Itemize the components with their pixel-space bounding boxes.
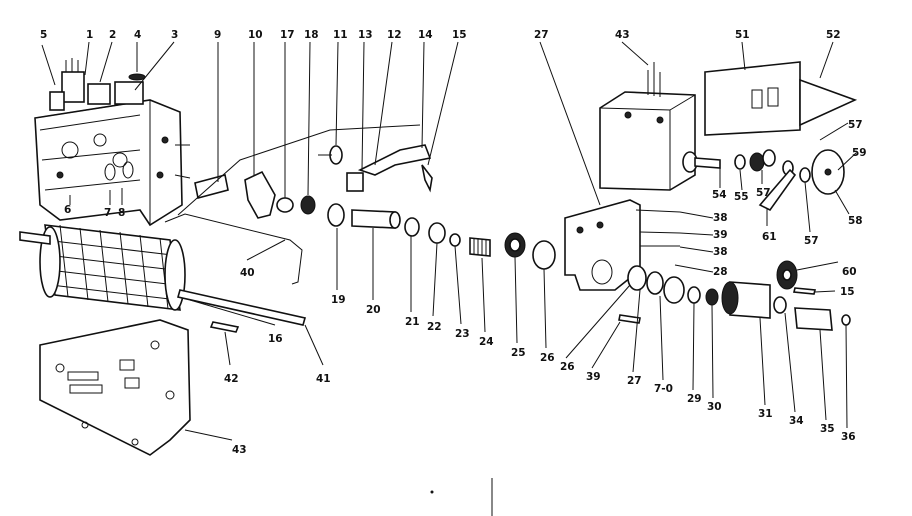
- callout-59: 59: [852, 147, 867, 159]
- callout-52: 51: [735, 29, 750, 41]
- callout-22: 22: [427, 321, 442, 333]
- callout-26: 26: [540, 352, 555, 364]
- callout-27: 27: [534, 29, 549, 41]
- callout-57-b: 57: [804, 235, 819, 247]
- rotor-cylinder: [19, 224, 307, 326]
- callout-12: 12: [387, 29, 402, 41]
- callout-56: 57: [848, 119, 863, 131]
- callout-38-a: 38: [713, 212, 728, 224]
- callout-9: 9: [214, 29, 221, 41]
- callout-42: 42: [224, 373, 239, 385]
- callout-23: 23: [455, 328, 470, 340]
- callout-10: 10: [248, 29, 263, 41]
- callout-61: 61: [762, 231, 777, 243]
- callout-4: 4: [134, 29, 141, 41]
- callout-34: 31: [758, 408, 773, 420]
- callout-17: 17: [280, 29, 295, 41]
- right-small-parts: [734, 149, 845, 295]
- callout-28: 26: [560, 361, 575, 373]
- callout-1: 1: [86, 29, 93, 41]
- callout-3: 3: [171, 29, 178, 41]
- callout-41: 41: [316, 373, 331, 385]
- callout-60: 60: [842, 266, 857, 278]
- callout-39: 39: [713, 229, 728, 241]
- callout-54: 54: [712, 189, 727, 201]
- callout-30-a: 28: [713, 266, 728, 278]
- callout-8: 8: [118, 207, 125, 219]
- callout-16: 16: [268, 333, 283, 345]
- callout-6: 6: [64, 204, 71, 216]
- callout-31: 30: [707, 401, 722, 413]
- callout-7: 7: [104, 207, 111, 219]
- bottom-plate: [39, 319, 191, 456]
- leader-lines: [41, 41, 857, 441]
- callout-11: 11: [333, 29, 348, 41]
- spring-wire: [164, 213, 303, 285]
- callout-29-b: 29: [687, 393, 702, 405]
- screw: [209, 321, 240, 333]
- callout-20: 20: [366, 304, 381, 316]
- callout-25: 25: [511, 347, 526, 359]
- callout-14: 14: [418, 29, 433, 41]
- callout-57-a: 57: [756, 187, 771, 199]
- callout-5: 5: [40, 29, 47, 41]
- callout-15-b: 15: [840, 286, 855, 298]
- callout-38-b: 38: [713, 246, 728, 258]
- callout-40: 40: [240, 267, 255, 279]
- callout-18: 18: [304, 29, 319, 41]
- right-bracket: [564, 199, 681, 291]
- callout-7-0: 7-0: [654, 383, 673, 395]
- callout-29-a: 27: [627, 375, 642, 387]
- callout-51: 43: [615, 29, 630, 41]
- center-shaft-parts: [327, 203, 556, 270]
- callout-15: 15: [452, 29, 467, 41]
- small-parts-row: [177, 124, 433, 219]
- left-housing-assembly: [34, 58, 191, 227]
- motor-box: [599, 62, 721, 191]
- callout-2: 2: [109, 29, 116, 41]
- callout-labels: 5 1 2 4 3 9 10 17 18 11 13 12 14 15 27 4…: [40, 29, 867, 456]
- callout-35: 34: [789, 415, 804, 427]
- right-gear-parts: [618, 265, 851, 331]
- callout-55: 55: [734, 191, 749, 203]
- callout-53: 52: [826, 29, 841, 41]
- callout-58: 58: [848, 215, 863, 227]
- callout-21: 21: [405, 316, 420, 328]
- callout-13: 13: [358, 29, 373, 41]
- callout-37: 36: [841, 431, 856, 443]
- circuit-board: [704, 61, 858, 136]
- callout-43: 43: [232, 444, 247, 456]
- callout-39-b: 39: [586, 371, 601, 383]
- scan-dot: [430, 490, 434, 494]
- callout-19: 19: [331, 294, 346, 306]
- callout-36: 35: [820, 423, 835, 435]
- callout-24: 24: [479, 336, 494, 348]
